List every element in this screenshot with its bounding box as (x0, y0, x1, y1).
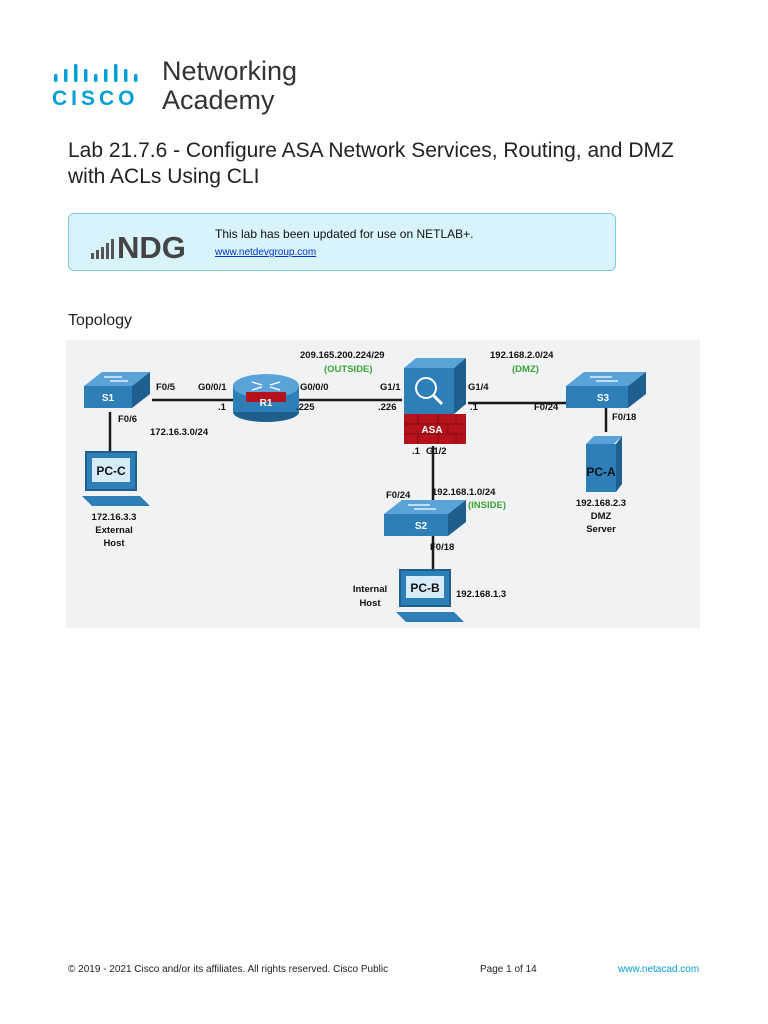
topology-labels: 209.165.200.224/29 (OUTSIDE) 192.168.2.0… (92, 350, 637, 609)
inside-network-label: 192.168.1.0/24 (432, 487, 496, 498)
s3-f024-label: F0/24 (534, 402, 559, 413)
firewall-asa: ASA (404, 358, 466, 444)
footer-page-number: Page 1 of 14 (480, 964, 537, 975)
ndg-message: This lab has been updated for use on NET… (215, 227, 474, 241)
logo-academy-text: Academy (162, 85, 275, 115)
pc-c-label: PC-C (96, 464, 126, 478)
s1-label: S1 (102, 393, 115, 404)
switch-s1: S1 (84, 372, 150, 408)
switch-s2: S2 (384, 500, 466, 536)
asa-g14-label: G1/4 (468, 382, 489, 393)
network-cables (108, 398, 608, 572)
asa-dot1-inside-label: .1 (412, 446, 421, 457)
pc-c-role-line2: Host (103, 538, 125, 549)
pc-b-role-line2: Host (359, 598, 381, 609)
dmz-network-label: 192.168.2.0/24 (490, 350, 554, 361)
r1-dot225-label: .225 (296, 402, 315, 413)
s3-f018-label: F0/18 (612, 412, 636, 423)
s3-label: S3 (597, 393, 610, 404)
pc-a-server: PC-A (586, 436, 622, 492)
pc-b-ip: 192.168.1.3 (456, 589, 506, 600)
dmz-tag: (DMZ) (512, 364, 539, 375)
pc-c-role-line1: External (95, 525, 133, 536)
router-r1: R1 (233, 374, 299, 422)
s2-f018-label: F0/18 (430, 542, 454, 553)
cisco-bars-icon (54, 64, 138, 82)
ndg-notice-box: NDG This lab has been updated for use on… (68, 213, 616, 271)
outside-network-label: 209.165.200.224/29 (300, 350, 385, 361)
pc-a-role-line1: DMZ (591, 511, 612, 522)
footer-copyright: © 2019 - 2021 Cisco and/or its affiliate… (68, 964, 389, 975)
ndg-logo-text: NDG (117, 230, 186, 261)
s1-f06-label: F0/6 (118, 414, 137, 425)
asa-g11-label: G1/1 (380, 382, 401, 393)
ndg-logo-icon: NDG (91, 230, 186, 261)
pc-b-role-line1: Internal (353, 584, 387, 595)
pc-a-role-line2: Server (586, 524, 616, 535)
outside-tag: (OUTSIDE) (324, 364, 373, 375)
lab-title: Lab 21.7.6 - Configure ASA Network Servi… (68, 139, 674, 188)
r1-g000-label: G0/0/0 (300, 382, 329, 393)
pc-c: PC-C (82, 451, 150, 506)
asa-g12-label: G1/2 (426, 446, 447, 457)
s2-label: S2 (415, 521, 428, 532)
pc-b-label: PC-B (410, 581, 440, 595)
inside-tag: (INSIDE) (468, 500, 506, 511)
external-network-label: 172.16.3.0/24 (150, 427, 209, 438)
s1-f05-label: F0/5 (156, 382, 176, 393)
r1-dot1-label: .1 (218, 402, 227, 413)
r1-g001-label: G0/0/1 (198, 382, 227, 393)
asa-dot226-label: .226 (378, 402, 397, 413)
s2-f024-label: F0/24 (386, 490, 411, 501)
pc-b: PC-B (396, 569, 464, 622)
logo-cisco-wordmark: CISCO (52, 87, 139, 110)
topology-diagram: S1 R1 ASA S3 (66, 340, 700, 628)
cisco-networking-academy-logo: CISCO Networking Academy (52, 56, 312, 118)
logo-networking-text: Networking (162, 56, 298, 86)
switch-s3: S3 (566, 372, 646, 408)
pc-a-label: PC-A (586, 465, 616, 479)
ndg-link[interactable]: www.netdevgroup.com (215, 247, 317, 258)
r1-label: R1 (260, 398, 273, 409)
asa-dot1-dmz-label: .1 (470, 402, 479, 413)
footer-site-link[interactable]: www.netacad.com (618, 964, 700, 975)
asa-label: ASA (421, 425, 442, 436)
topology-heading: Topology (68, 312, 133, 329)
pc-c-ip: 172.16.3.3 (92, 512, 137, 523)
pc-a-ip: 192.168.2.3 (576, 498, 626, 509)
